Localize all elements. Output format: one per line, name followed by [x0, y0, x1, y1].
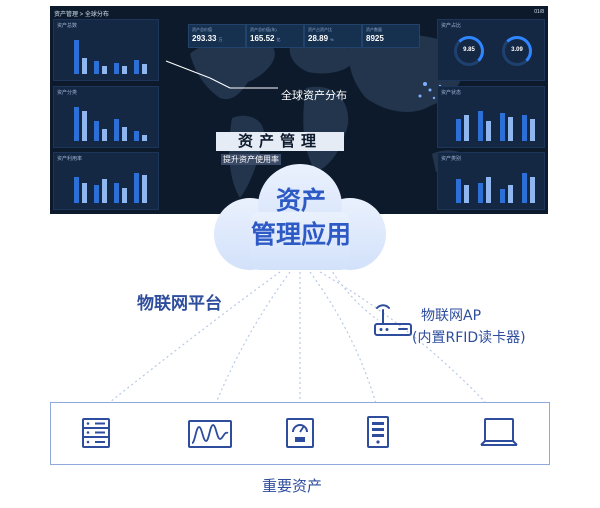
bar-group	[452, 99, 540, 141]
bar	[102, 129, 107, 141]
bar	[522, 173, 527, 203]
bar	[142, 135, 147, 141]
bar	[102, 66, 107, 74]
server-icon	[82, 418, 110, 448]
bar	[142, 64, 147, 74]
slogan-banner: 资产管理	[216, 132, 344, 151]
storage-icon	[367, 416, 389, 448]
bar	[486, 177, 491, 203]
panel-title: 资产类别	[441, 156, 462, 162]
map-label: 全球资产分布	[281, 89, 347, 102]
stat-label: 资产占资产比	[308, 27, 332, 32]
stat-label: 资产数量	[366, 27, 382, 32]
panel-asset-total: 资产总数	[53, 19, 159, 81]
bar-group	[70, 99, 150, 141]
waveform-monitor-icon	[188, 420, 232, 448]
bar	[508, 185, 513, 203]
dashboard-breadcrumb: 资产管理 > 全球分布	[54, 12, 109, 18]
dashboard-corner-label: 01/8	[534, 9, 544, 15]
bar	[456, 179, 461, 203]
bar-group	[70, 30, 150, 74]
stat-label: 资产总价值	[192, 27, 212, 32]
dashboard-screenshot: 资产管理 > 全球分布 01/8 资产总数 资产分类 资产利用率	[50, 6, 548, 214]
bar	[94, 61, 99, 74]
important-assets-label: 重要资产	[262, 477, 323, 495]
panel-title: 资产占比	[441, 23, 462, 29]
bar	[82, 183, 87, 203]
stat-value: 8925	[366, 34, 384, 43]
meter-icon	[286, 418, 314, 448]
bar	[94, 185, 99, 203]
bar	[530, 177, 535, 203]
gauge: 9.85	[454, 36, 484, 66]
panel-asset-type: 资产类别	[437, 152, 545, 210]
bar	[74, 177, 79, 203]
laptop-icon	[480, 418, 518, 446]
panel-asset-category: 资产分类	[53, 86, 159, 148]
cloud-title-line2: 管理应用	[250, 220, 351, 249]
bar	[530, 119, 535, 141]
panel-asset-status: 资产状态	[437, 86, 545, 148]
bar	[102, 179, 107, 203]
iot-ap-sublabel: (内置RFID读卡器)	[412, 330, 526, 346]
bar	[122, 66, 127, 74]
bar	[464, 115, 469, 141]
panel-asset-ratio: 资产占比 9.85 3.09	[437, 19, 545, 81]
bar-group	[452, 165, 540, 203]
stat-value: 28.89%	[308, 34, 334, 43]
bar	[522, 115, 527, 141]
bar	[134, 60, 139, 74]
bar	[142, 175, 147, 203]
bar	[486, 121, 491, 141]
stat-label: 资产总价值(年)	[250, 27, 277, 32]
bar	[74, 40, 79, 74]
stat-card: 资产数量 8925	[362, 24, 420, 48]
bar	[122, 127, 127, 141]
panel-title: 资产状态	[441, 90, 462, 96]
bar	[478, 111, 483, 141]
iot-ap-label: 物联网AP	[421, 308, 482, 324]
bar	[478, 183, 483, 203]
panel-title: 资产分类	[57, 90, 78, 96]
bar	[500, 189, 505, 203]
bar	[508, 117, 513, 141]
router-icon	[374, 304, 412, 336]
device-frame	[50, 402, 550, 465]
panel-title: 资产利用率	[57, 156, 83, 162]
panel-title: 资产总数	[57, 23, 78, 29]
bar	[134, 173, 139, 203]
bar	[74, 107, 79, 141]
gauge: 3.09	[502, 36, 532, 66]
bar	[122, 188, 127, 203]
bar	[114, 63, 119, 74]
bar	[464, 185, 469, 203]
iot-platform-label: 物联网平台	[137, 294, 222, 314]
bar	[114, 183, 119, 203]
cloud-title: 资产 管理应用	[226, 184, 376, 252]
bar	[82, 58, 87, 74]
bar	[500, 113, 505, 141]
stat-card: 资产占资产比 28.89%	[304, 24, 362, 48]
cloud-title-line1: 资产	[275, 186, 326, 215]
bar-group	[70, 165, 150, 203]
bar	[82, 111, 87, 141]
bar	[94, 121, 99, 141]
panel-asset-utilization: 资产利用率	[53, 152, 159, 210]
bar	[134, 131, 139, 141]
slogan-subtitle: 提升资产使用率	[221, 154, 281, 165]
bar	[456, 119, 461, 141]
bar	[114, 119, 119, 141]
